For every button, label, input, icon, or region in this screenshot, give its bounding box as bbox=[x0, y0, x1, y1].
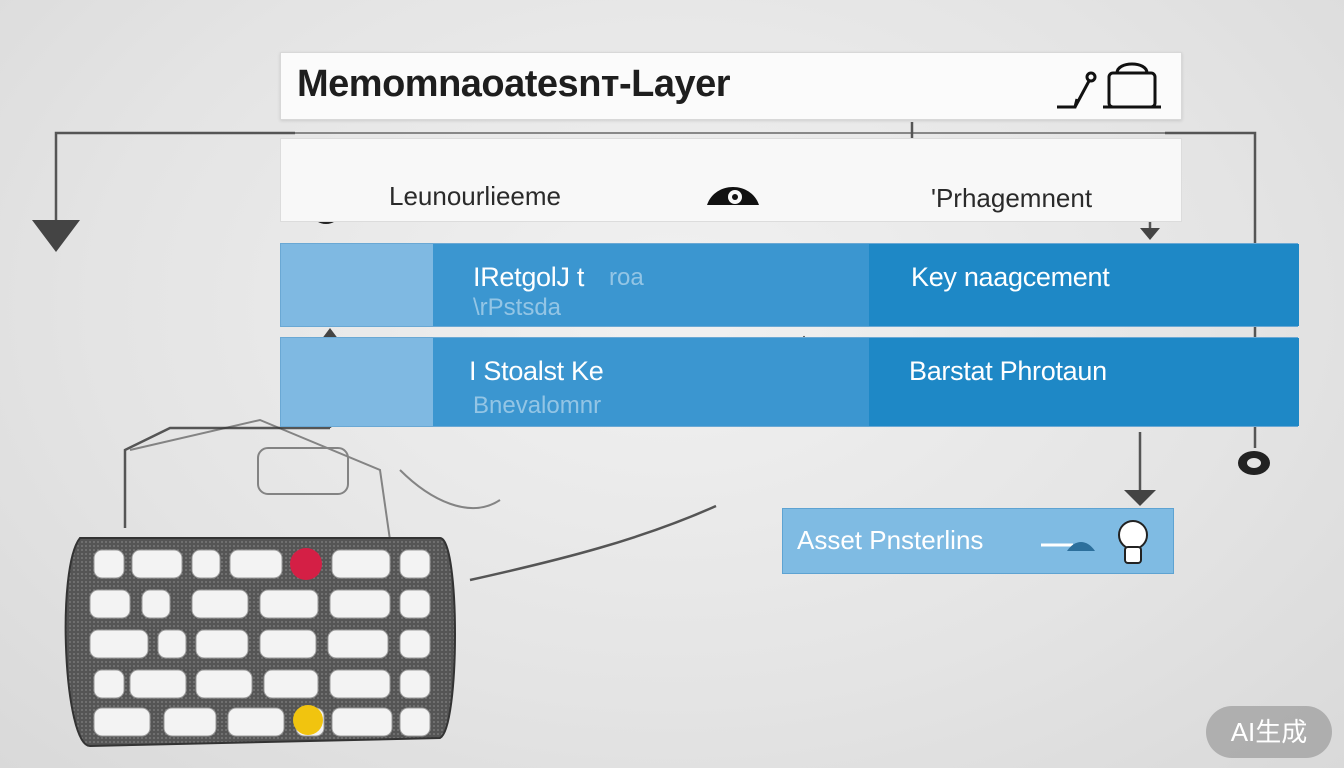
asset-protection-box: Asset Pnsterlins bbox=[782, 508, 1174, 574]
keypad-key bbox=[93, 549, 125, 579]
keypad-key bbox=[399, 707, 431, 737]
lock-icon bbox=[1057, 62, 1161, 109]
keypad-key bbox=[129, 669, 187, 699]
layer-row-1-middle-ghost: roa bbox=[609, 264, 644, 291]
keypad-key bbox=[227, 707, 285, 737]
keypad-key bbox=[327, 629, 389, 659]
keypad-key bbox=[157, 629, 187, 659]
keypad-key bbox=[259, 589, 319, 619]
layer-row-1-middle-label: IRetgolJ t bbox=[473, 262, 585, 292]
keypad-key bbox=[191, 549, 221, 579]
layer-row-2-right: Barstat Phrotaun bbox=[869, 338, 1299, 426]
layer-row-2-middle-label: I Stoalst Ke bbox=[469, 356, 604, 386]
keypad-key bbox=[331, 549, 391, 579]
layer-row-2: I Stoalst Ke Bnevalomnr Barstat Phrotaun bbox=[280, 337, 1299, 427]
keypad-red-button bbox=[290, 548, 322, 580]
layer-row-2-middle: I Stoalst Ke Bnevalomnr bbox=[433, 338, 869, 426]
sub-header-right-label: 'Prhagemnent bbox=[931, 183, 1093, 213]
layer-row-1-right: Key naagcement bbox=[869, 244, 1299, 326]
page-title: Memomnaoatesnт-Layer bbox=[297, 63, 731, 105]
keypad-key bbox=[329, 669, 391, 699]
sub-header-left-label: Leunourlieeme bbox=[389, 181, 562, 211]
keypad-key bbox=[399, 589, 431, 619]
keypad-key bbox=[229, 549, 283, 579]
keypad-key bbox=[329, 589, 391, 619]
keypad-key bbox=[93, 707, 151, 737]
sub-header-bar: Leunourlieeme 'Prhagemnent bbox=[280, 138, 1182, 222]
layer-row-2-middle-sub: Bnevalomnr bbox=[473, 392, 602, 419]
title-bar: Memomnaoatesnт-Layer bbox=[280, 52, 1182, 120]
keypad-key bbox=[89, 629, 149, 659]
hand-cursor-icon bbox=[1041, 520, 1148, 564]
keypad-key bbox=[195, 669, 253, 699]
keypad-key bbox=[259, 629, 317, 659]
keypad-key bbox=[399, 549, 431, 579]
keypad-icon bbox=[64, 537, 456, 748]
key-management-label: Key naagcement bbox=[911, 262, 1110, 292]
keypad-key bbox=[399, 669, 431, 699]
keypad-key bbox=[163, 707, 217, 737]
keypad-key bbox=[131, 549, 183, 579]
keypad-key bbox=[399, 629, 431, 659]
keypad-yellow-button bbox=[293, 705, 323, 735]
keypad-key bbox=[93, 669, 125, 699]
hand-pointer-icon bbox=[1057, 71, 1097, 109]
arrow-down-icon bbox=[32, 220, 80, 252]
asset-protection-label: Asset Pnsterlins bbox=[797, 525, 984, 555]
data-protection-label: Barstat Phrotaun bbox=[909, 356, 1107, 386]
keypad-key bbox=[263, 669, 319, 699]
layer-row-1: IRetgolJ t roa \rPstsda Key naagcement bbox=[280, 243, 1299, 327]
keypad-key bbox=[331, 707, 393, 737]
keypad-key bbox=[195, 629, 249, 659]
eye-icon bbox=[707, 187, 759, 205]
keypad-key bbox=[141, 589, 171, 619]
keypad-key bbox=[89, 589, 131, 619]
layer-row-1-middle-sub: \rPstsda bbox=[473, 294, 562, 321]
ai-generated-badge: AI生成 bbox=[1206, 706, 1332, 758]
layer-row-1-middle: IRetgolJ t roa \rPstsda bbox=[433, 244, 869, 326]
keypad-key bbox=[191, 589, 249, 619]
keypad-keys bbox=[89, 548, 431, 737]
